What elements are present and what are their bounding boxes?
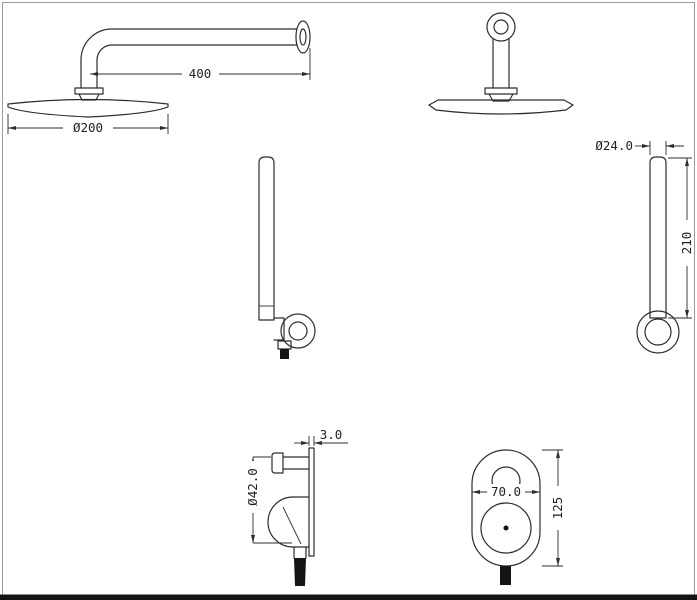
head-diameter-dim-label: Ø200 — [73, 120, 103, 135]
wall-plate-side — [308, 447, 315, 557]
view-mixer-side: 3.0 Ø42.0 — [245, 427, 348, 586]
hand-shower-handle-front — [649, 156, 667, 319]
sheet-bottom-bar — [0, 594, 697, 600]
dim-label-mask — [182, 66, 219, 81]
wall-flange-inner — [299, 28, 307, 46]
dim-plate-width: 70.0 — [472, 484, 540, 499]
arm-elbow-ring — [486, 12, 516, 42]
pipe-front — [492, 38, 510, 89]
mixer-knob-center — [503, 525, 509, 531]
dim-label-mask — [63, 120, 113, 135]
arm-connector-nut — [74, 87, 104, 101]
wall-flange — [295, 20, 311, 54]
body-diameter-dim-label: Ø42.0 — [245, 468, 260, 506]
holder-ring-inner — [644, 318, 672, 346]
arm-length-dim-label: 400 — [189, 66, 212, 81]
dim-plate-height: 125 — [542, 449, 565, 567]
shower-arm-pipe — [80, 28, 298, 89]
plate-thickness-dim-label: 3.0 — [320, 427, 343, 442]
dim-hand-shower-height: 210 — [668, 157, 694, 319]
bracket-wall-flange — [280, 313, 316, 349]
shower-head-front — [428, 99, 574, 115]
view-hand-shower-front: Ø24.0 210 — [595, 138, 694, 354]
view-mixer-front: 70.0 125 — [471, 449, 565, 585]
dim-head-diameter: Ø200 — [7, 114, 169, 135]
plate-width-dim-label: 70.0 — [491, 484, 521, 499]
dim-extension-line — [7, 114, 169, 134]
spout-tip — [294, 558, 306, 586]
hand-shower-length-dim-label: 210 — [679, 232, 694, 255]
dim-arm-length: 400 — [90, 48, 311, 81]
dim-body-diameter: Ø42.0 — [245, 456, 292, 544]
hand-shower-diameter-dim-label: Ø24.0 — [595, 138, 633, 153]
connector-nut-front — [484, 87, 518, 102]
dim-label-mask — [487, 484, 525, 499]
mixer-knob-front — [480, 502, 532, 554]
view-shower-arm-side: 400 Ø200 — [7, 20, 311, 135]
dim-extension-line — [253, 456, 292, 544]
arm-elbow-ring-inner — [493, 19, 509, 35]
hand-shower-handle-side — [258, 156, 275, 321]
spout-tip-front — [500, 566, 511, 585]
lever-profile-line — [282, 506, 302, 545]
water-outlet — [277, 340, 292, 350]
bracket-wall-flange-inner — [288, 321, 308, 341]
dim-extension-line — [649, 141, 667, 155]
mixer-body-side — [267, 496, 310, 548]
dim-label-mask — [678, 220, 694, 266]
holder-ring — [636, 310, 680, 354]
dim-label-mask — [549, 486, 565, 530]
holder-bracket — [273, 317, 285, 341]
water-outlet-tip — [280, 349, 289, 359]
plate-height-dim-label: 125 — [550, 497, 565, 520]
shower-head-side — [7, 98, 169, 118]
dim-hand-shower-diameter: Ø24.0 — [595, 138, 684, 155]
dim-plate-thickness: 3.0 — [294, 427, 348, 446]
view-hand-shower-side — [258, 156, 316, 359]
spout-neck — [293, 546, 307, 559]
view-shower-arm-front — [428, 12, 574, 115]
dim-label-mask — [245, 461, 261, 513]
diverter-knob-side — [271, 452, 310, 474]
dim-extension-line — [308, 436, 315, 446]
